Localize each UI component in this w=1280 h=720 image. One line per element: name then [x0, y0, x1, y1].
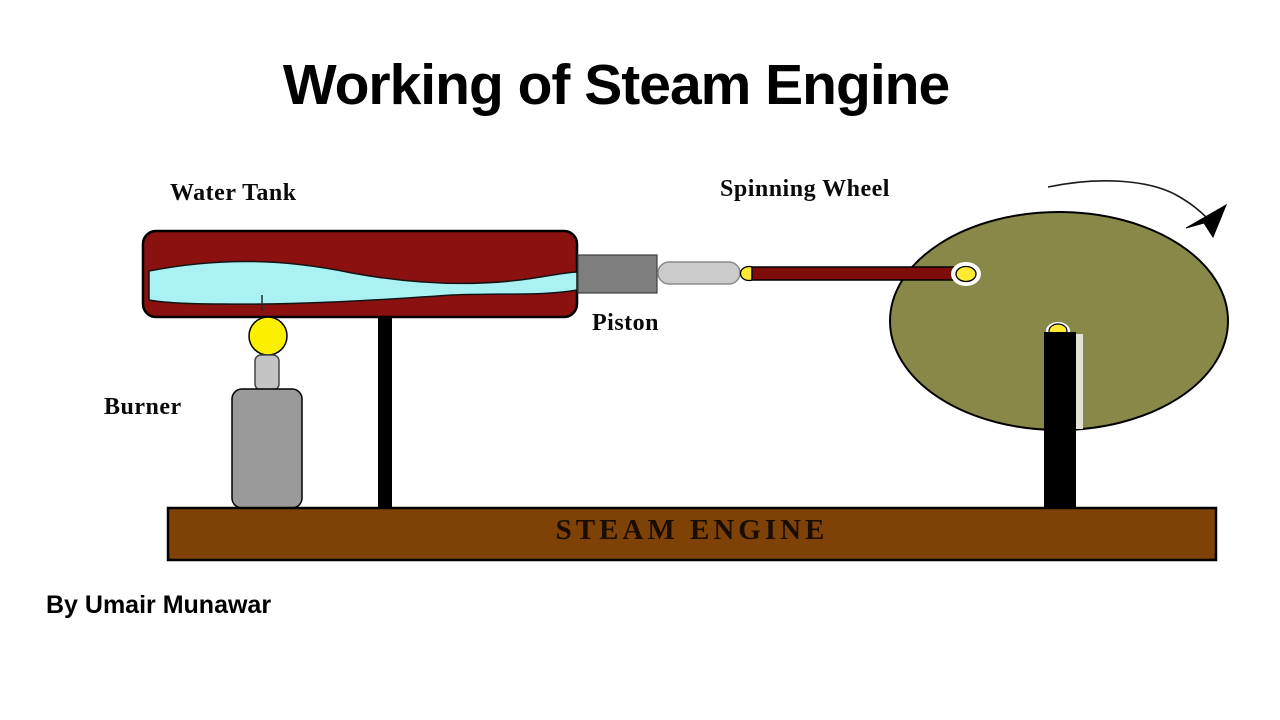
wheel-crank-pin	[955, 265, 977, 283]
burner-body	[231, 388, 303, 509]
burner-wick	[254, 354, 280, 391]
wheel-support-post	[1044, 332, 1076, 510]
burner-flame	[248, 316, 288, 356]
tank-water	[148, 260, 578, 305]
piston-cylinder	[577, 254, 658, 294]
engine-base	[166, 506, 1218, 562]
piston-label: Piston	[592, 310, 660, 336]
tank-support-post	[378, 314, 392, 510]
rotation-arrow-curve	[1047, 180, 1209, 220]
page-title: Working of Steam Engine	[282, 53, 950, 117]
piston-rod-capsule	[657, 261, 741, 285]
author-byline: By Umair Munawar	[46, 591, 272, 619]
engine-base-label: STEAM ENGINE	[555, 514, 829, 546]
rotation-arrow-icon	[1047, 180, 1228, 239]
burner-label: Burner	[104, 394, 182, 420]
spinning-wheel-label: Spinning Wheel	[720, 176, 890, 202]
wheel-gap-stripe	[1076, 334, 1083, 429]
rotation-arrow-head	[1185, 203, 1228, 239]
connecting-rod	[751, 266, 967, 281]
water-tank-label: Water Tank	[170, 180, 297, 206]
